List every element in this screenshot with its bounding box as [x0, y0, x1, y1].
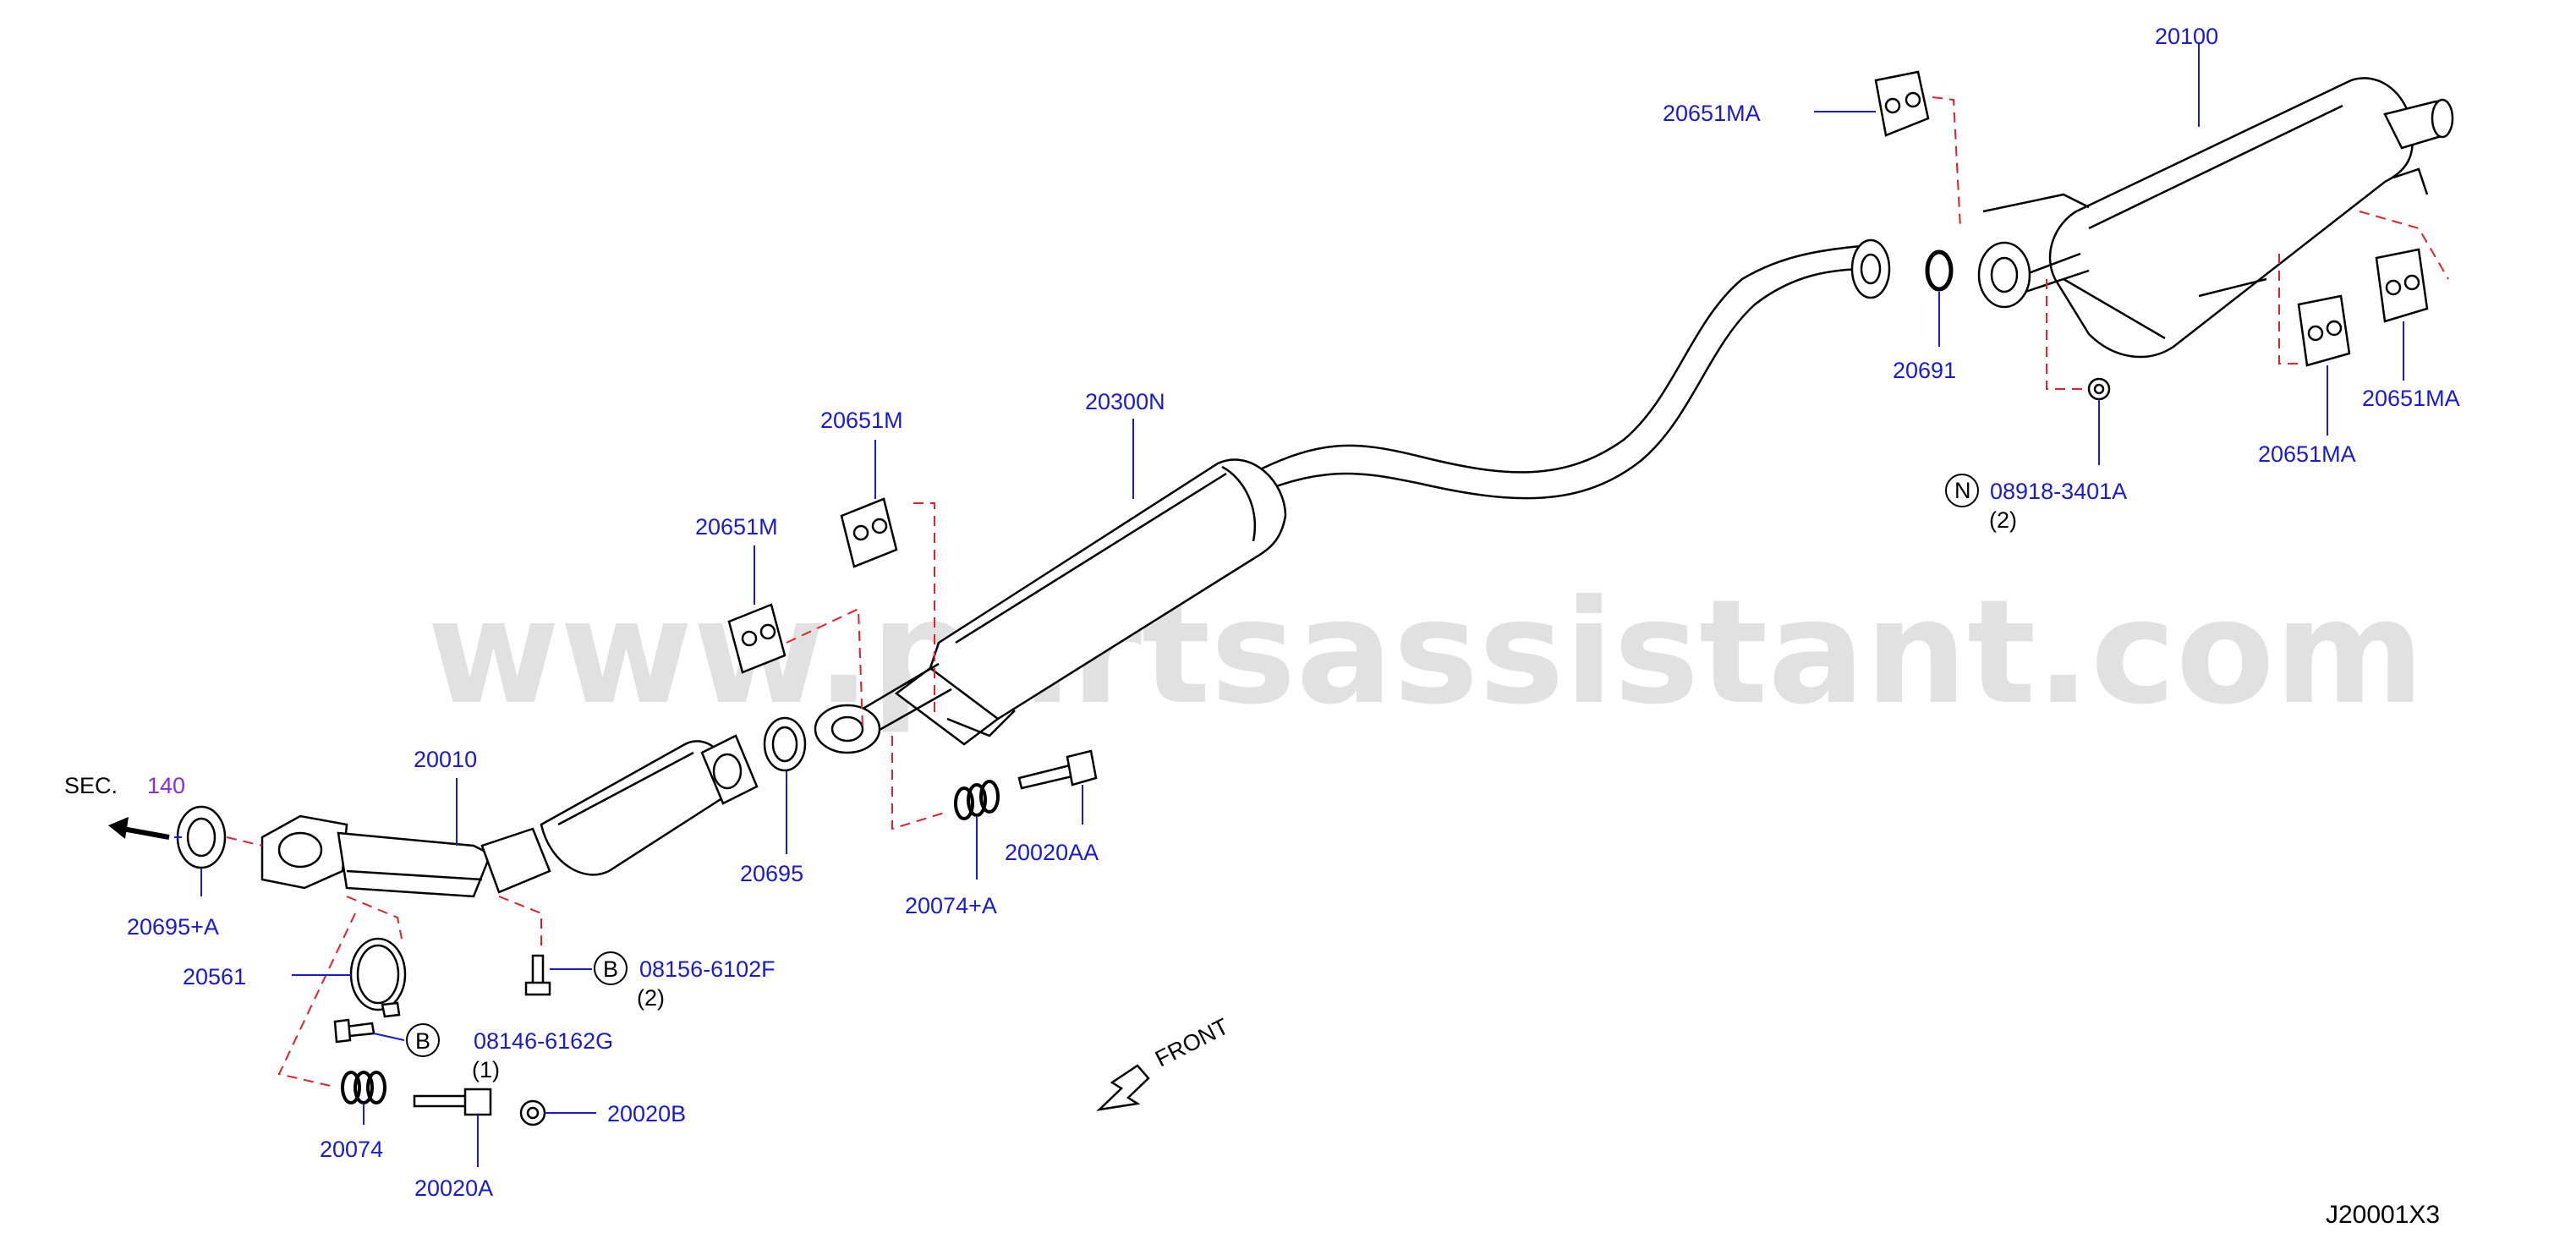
alignment-lines: [226, 96, 2449, 1088]
callout-20695A: 20695+A: [127, 914, 219, 940]
spring-20074A: [954, 780, 1000, 820]
callout-08156-6102F: 08156-6102F: [639, 956, 776, 982]
callout-20651M-lower: 20651M: [695, 514, 778, 540]
badge-b-08156: [594, 951, 628, 985]
callout-20010: 20010: [414, 747, 477, 772]
clamp-20561: [349, 937, 407, 1018]
callout-20100: 20100: [2155, 24, 2218, 49]
mount-20651MA-right: [2375, 248, 2429, 323]
callout-08918-qty: (2): [1989, 507, 2017, 533]
sec-arrow: [108, 817, 170, 840]
callout-20651MA-mid: 20651MA: [2258, 441, 2356, 467]
gasket-20695: [763, 716, 807, 772]
rear-muffler-20100: [1977, 77, 2454, 359]
sec-ref-prefix: SEC.: [64, 773, 118, 798]
callout-20651MA-top: 20651MA: [1663, 101, 1761, 126]
watermark: www.partsassistant.com: [427, 569, 2425, 737]
leader-lines: [174, 42, 2404, 1167]
badge-n-08918-letter: N: [1954, 478, 1971, 503]
callout-20651MA-right: 20651MA: [2362, 386, 2460, 411]
badge-n-08918: [1945, 474, 1979, 507]
badge-b-08146-letter: B: [415, 1028, 430, 1054]
callout-20691: 20691: [1893, 358, 1956, 383]
callout-20074: 20074: [320, 1137, 383, 1162]
bolt-20020A: [413, 1088, 492, 1116]
callout-20695: 20695: [740, 861, 803, 886]
nut-20020B: [519, 1099, 546, 1126]
callout-20300N: 20300N: [1085, 389, 1165, 414]
bolt-08146: [333, 1018, 375, 1044]
front-label: FRONT: [1151, 1013, 1232, 1071]
diagram-code: J20001X3: [2326, 1201, 2440, 1229]
front-pipe-20010: [260, 734, 759, 898]
callout-08918-3401A: 08918-3401A: [1990, 479, 2127, 504]
bolt-20020AA: [1017, 749, 1098, 790]
mount-20651MA-top: [1874, 70, 1930, 137]
callout-08146-qty: (1): [472, 1057, 500, 1082]
front-arrow-icon: [1096, 1064, 1150, 1111]
callout-20020B: 20020B: [607, 1101, 686, 1126]
callout-20020A: 20020A: [414, 1176, 493, 1201]
sec-ref-number: 140: [147, 773, 185, 798]
mount-20651M-lower: [727, 603, 787, 674]
callout-20561: 20561: [183, 964, 246, 989]
gasket-20695A: [176, 805, 227, 869]
nut-08918: [2087, 377, 2111, 401]
mount-20651MA-mid: [2297, 294, 2351, 367]
mount-20651M-upper: [840, 497, 898, 568]
bolt-08156: [524, 954, 551, 996]
callout-20651M-upper: 20651M: [820, 408, 903, 433]
callout-20020AA: 20020AA: [1005, 840, 1099, 865]
badge-b-08146: [406, 1023, 440, 1057]
badge-b-08156-letter: B: [603, 956, 618, 982]
callout-20074A: 20074+A: [905, 893, 997, 918]
callout-08146-6162G: 08146-6162G: [474, 1028, 613, 1054]
center-pipe-20300N: [814, 238, 1891, 754]
callout-08156-qty: (2): [637, 985, 665, 1011]
seal-ring-20691: [1925, 249, 1954, 292]
spring-20074: [341, 1071, 386, 1104]
